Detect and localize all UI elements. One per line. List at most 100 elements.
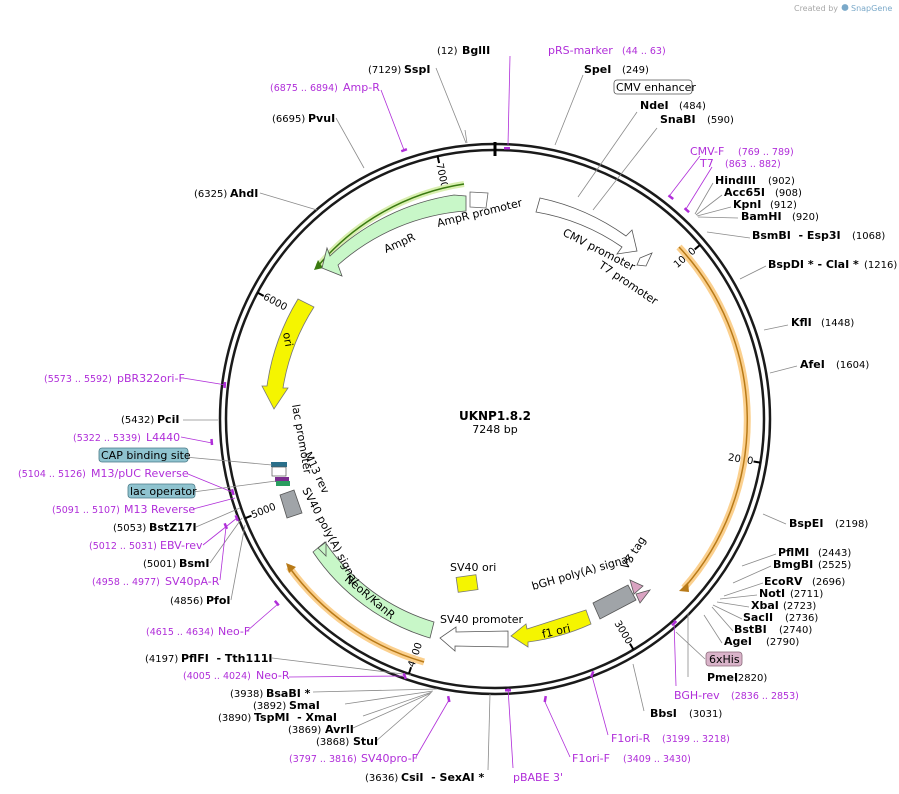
feature-m13-rev-shape xyxy=(275,477,289,482)
primer-leader-line xyxy=(380,89,405,151)
primer-name: M13 Reverse xyxy=(124,503,195,516)
tick-label: 5000 xyxy=(250,502,278,522)
enzyme-name: HindIII xyxy=(715,174,756,187)
enzyme-name: SspI xyxy=(404,63,430,76)
features xyxy=(261,191,653,652)
leader-line xyxy=(732,565,772,584)
leader-line xyxy=(592,127,658,211)
enzyme-pos: (1604) xyxy=(836,360,869,371)
primer-labels: pRS-marker (44 .. 63) CMV-F (769 .. 789)… xyxy=(18,44,799,784)
enzyme-pos: (2525) xyxy=(818,560,851,571)
leader-line xyxy=(675,631,706,660)
orf-arc-right-arrow xyxy=(679,582,689,592)
leader-line xyxy=(703,614,723,644)
enzyme-name: SnaBI xyxy=(660,113,696,126)
primer-name: M13/pUC Reverse xyxy=(91,467,189,480)
enzyme-name: PfoI xyxy=(206,594,231,607)
feature-label-f1-ori: f1 ori xyxy=(541,622,572,641)
feature-neor-kanr-shape xyxy=(312,541,435,639)
primer-range: (5091 .. 5107) xyxy=(52,505,120,516)
enzyme-pos: (912) xyxy=(770,200,797,211)
enzyme-pos: (3890) xyxy=(218,713,251,724)
enzyme-name: Acc65I xyxy=(724,186,765,199)
boxed-label-6xhis-box xyxy=(705,651,743,667)
leader-line xyxy=(696,206,732,217)
boxed-label-cap-binding-site-box xyxy=(98,447,189,463)
tick-mark xyxy=(257,291,265,297)
enzyme-pos: (590) xyxy=(707,115,734,126)
enzyme-pos: (484) xyxy=(679,101,706,112)
credit-prefix: Created by xyxy=(794,4,838,13)
enzyme-pos: (5001) xyxy=(143,559,176,570)
primer-mark xyxy=(671,620,678,627)
primer-mark xyxy=(504,147,510,150)
enzyme-pos: (1216) xyxy=(864,260,897,271)
feature-label-sv40-promoter: SV40 promoter xyxy=(440,613,524,626)
tick-mark xyxy=(629,643,635,651)
enzyme-name: PvuI xyxy=(308,112,335,125)
leader-line xyxy=(192,480,277,493)
feature-label-neor-kanr: NeoR/KanR xyxy=(342,572,398,622)
leader-line xyxy=(762,513,787,525)
primer-mark xyxy=(667,194,674,201)
leader-line xyxy=(464,129,468,144)
enzyme-name: PciI xyxy=(157,413,179,426)
primer-leader-line xyxy=(187,473,233,493)
leader-line xyxy=(344,690,434,705)
primer-leader-line xyxy=(202,517,238,546)
primer-range: (3797 .. 3816) xyxy=(289,754,357,765)
enzyme-name: NdeI xyxy=(640,99,669,112)
primer-range: (2836 .. 2853) xyxy=(731,691,799,702)
enzyme-pos: (3892) xyxy=(253,701,286,712)
leader-lines xyxy=(180,55,798,771)
boxed-label-cap-binding-site: CAP binding site xyxy=(101,449,191,462)
primer-name: L4440 xyxy=(146,431,180,444)
primer-leader-line xyxy=(507,687,514,769)
leader-line xyxy=(711,606,734,632)
enzyme-pos: (6325) xyxy=(194,189,227,200)
enzyme-name: AgeI xyxy=(724,635,752,648)
leader-line xyxy=(716,601,750,608)
primer-leader-line xyxy=(180,436,213,444)
primer-mark xyxy=(683,207,690,214)
primer-name: BGH-rev xyxy=(674,689,720,702)
enzyme-name: BmgBI xyxy=(773,558,813,571)
primer-name: F1ori-R xyxy=(611,732,651,745)
feature-lac-operator-shape xyxy=(276,481,290,486)
primer-range: (3409 .. 3430) xyxy=(623,754,691,765)
orf-arc-amp-line xyxy=(317,183,465,267)
feature-cap-binding-site-shape xyxy=(271,462,287,467)
feature-f1-ori-shape xyxy=(510,609,592,648)
primer-leader-line xyxy=(182,377,227,386)
feature-ori-shape xyxy=(261,298,315,410)
leader-line xyxy=(230,524,246,601)
primer-name: T7 xyxy=(699,157,714,170)
enzyme-pos: (12) xyxy=(437,46,458,57)
enzyme-name: KflI xyxy=(791,316,812,329)
enzyme-pos: (2198) xyxy=(835,519,868,530)
boxed-label-6xhis: 6xHis xyxy=(709,653,740,666)
enzyme-pos: (1068) xyxy=(852,231,885,242)
enzyme-name: BbsI xyxy=(650,707,677,720)
tick-label: 6000 xyxy=(261,292,289,314)
boxed-label-cmv-enhancer-box xyxy=(613,79,693,95)
leader-line xyxy=(312,688,438,693)
primer-range: (4005 .. 4024) xyxy=(183,671,251,682)
enzyme-name: PflFI - Tth111I xyxy=(181,652,273,665)
primer-mark xyxy=(543,695,547,703)
enzyme-name: SacII xyxy=(743,611,773,624)
primer-leader-line xyxy=(591,675,609,736)
primer-leader-line xyxy=(246,603,279,632)
primer-mark xyxy=(234,514,240,522)
leader-line xyxy=(209,517,243,564)
enzyme-pos: (902) xyxy=(768,176,795,187)
tick-mark xyxy=(407,666,413,675)
leader-line xyxy=(706,231,751,239)
boxed-label-lac-operator: lac operator xyxy=(130,485,197,498)
boxed-labels: CMV enhancer 6xHis CAP binding site lac … xyxy=(98,79,743,667)
enzyme-name: BspDI * - ClaI * xyxy=(768,258,859,271)
primer-mark xyxy=(402,672,407,680)
primer-leader-line xyxy=(192,497,236,510)
enzyme-pos: (3636) xyxy=(365,773,398,784)
enzyme-pos: (3868) xyxy=(316,737,349,748)
